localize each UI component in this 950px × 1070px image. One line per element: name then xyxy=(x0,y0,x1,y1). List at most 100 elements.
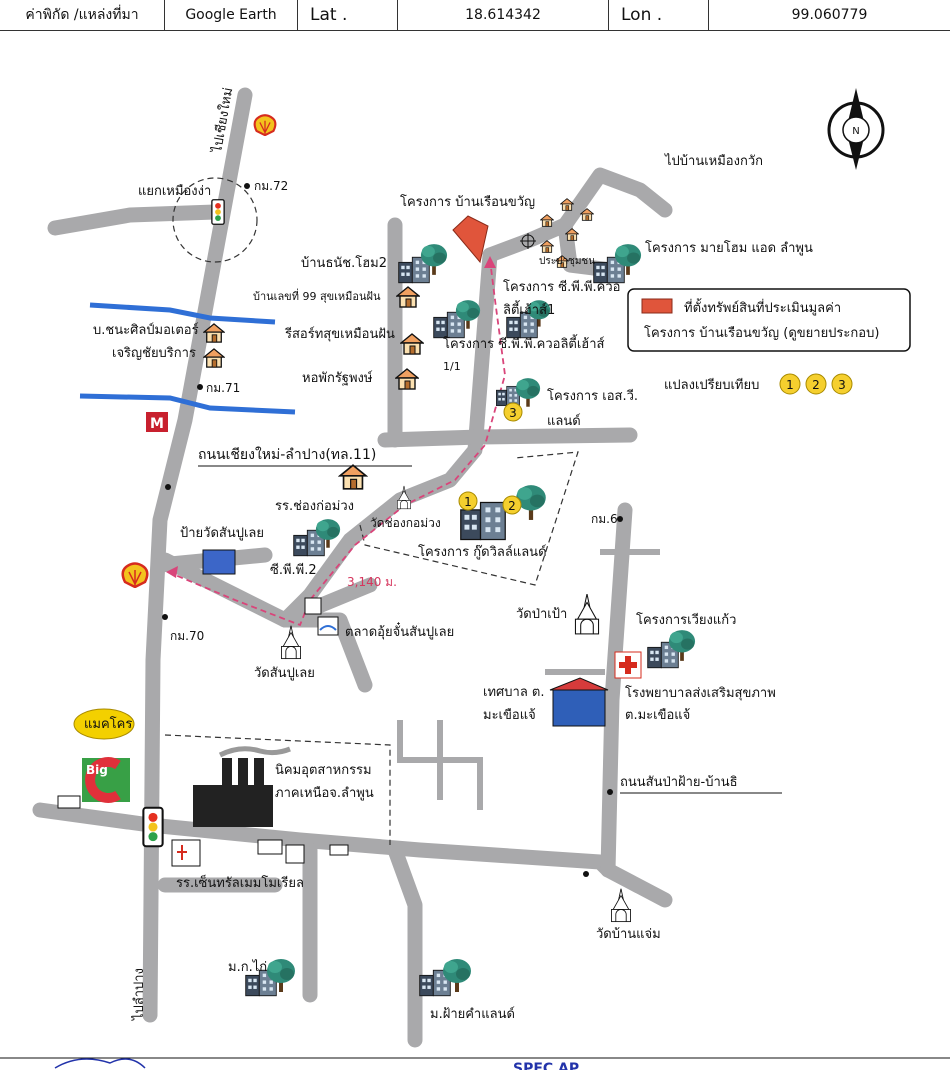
hospital-label-2: ต.มะเขือแจ้ xyxy=(625,707,690,723)
road-cross1 xyxy=(377,427,638,448)
hospital-label-1: โรงพยาบาลส่งเสริมสุขภาพ xyxy=(625,685,776,701)
house-icon xyxy=(560,198,574,211)
km-marker xyxy=(197,384,203,390)
house-icon xyxy=(540,214,554,227)
building-icon xyxy=(257,839,283,855)
wat-papao-label: วัดป่าเป้า xyxy=(516,607,567,622)
compass-north-icon: N xyxy=(827,88,885,170)
water-supply-icon xyxy=(520,233,536,249)
svg-text:M: M xyxy=(150,416,164,432)
road-east-loop xyxy=(557,167,673,233)
big-c-logo-icon xyxy=(82,757,130,803)
building-icon xyxy=(171,839,201,867)
house-icon xyxy=(203,348,225,368)
building-icon xyxy=(202,549,236,575)
km-marker xyxy=(162,614,168,620)
building-icon xyxy=(549,677,609,727)
wat-baenjam-label: วัดบ้านแจ่ม xyxy=(596,927,661,942)
building-icon xyxy=(329,844,349,856)
wiangkaew-label: โครงการเวียงแก้ว xyxy=(636,612,736,628)
svg-text:2: 2 xyxy=(812,378,820,392)
lon-label: Lon . xyxy=(609,0,709,30)
comparable-2: 2 xyxy=(502,495,522,515)
road-sanpuloei xyxy=(157,552,378,628)
river-south xyxy=(79,393,296,415)
comparables-label: แปลงเปรียบเทียบ xyxy=(664,377,759,393)
km70-label: กม.70 xyxy=(170,629,204,643)
route-arrow-north xyxy=(484,256,496,268)
source-value: Google Earth xyxy=(165,0,298,30)
main-road-label: ถนนเชียงใหม่-ลำปาง(ทล.11) xyxy=(198,446,376,463)
big-label: Big xyxy=(86,763,108,777)
legend-subject-swatch xyxy=(641,298,673,314)
to-muang-krak-label: ไปบ้านเหมืองกวัก xyxy=(664,153,763,169)
cut-footer-text: SPEC AP xyxy=(513,1061,579,1070)
comparable-3: 3 xyxy=(503,402,523,422)
cpp-b-label-1: โครงการ ซี.พี.พี.ควอลิตี้เฮ้าส์ xyxy=(443,334,605,352)
point xyxy=(583,871,589,877)
estate-label-1: นิคมอุตสาหกรรม xyxy=(275,763,372,778)
estate-boundary xyxy=(164,734,391,845)
legend-line1: ที่ตั้งทรัพย์สินที่ประเมินมูลค่า xyxy=(684,298,841,316)
road-sanpafai-label: ถนนสันป่าฝ้าย-บ้านธิ xyxy=(620,775,738,790)
intersection-label: แยกเหมืองง่า xyxy=(138,183,211,199)
shell-logo-icon xyxy=(253,114,277,136)
sv-label-2: แลนด์ xyxy=(547,413,581,429)
community-label: ประปาชุมชน xyxy=(539,256,595,267)
comparables-legend: แปลงเปรียบเทียบ 1 2 3 xyxy=(664,373,853,395)
road-sanpuloei-s xyxy=(277,612,373,693)
svg-text:3: 3 xyxy=(838,378,846,392)
market-icon xyxy=(317,616,339,636)
building-icon xyxy=(285,844,305,864)
temple-icon xyxy=(611,888,631,923)
road-south3 xyxy=(387,842,423,1048)
dorm-label: หอพักรัฐพงษ์ xyxy=(302,370,373,386)
svg-text:3: 3 xyxy=(509,406,517,420)
sign-wat-label: ป้ายวัดสันปูเลย xyxy=(180,526,264,541)
to-lampang-label: ไปลำปาง xyxy=(131,968,147,1021)
km6-label: กม.6 xyxy=(591,512,618,526)
charoenchai-label: เจริญชัยบริการ xyxy=(112,346,196,361)
temple-icon xyxy=(574,594,600,635)
mokai-label: ม.ก.ไก่ xyxy=(228,959,267,975)
intersection-circle xyxy=(172,177,258,263)
cpp-label-2: ลิตี้เฮ้าส์1 xyxy=(503,300,555,318)
location-map: N M xyxy=(0,86,950,1070)
school-chongkamuang-label: รร.ช่องก่อม่วง xyxy=(275,499,354,514)
hospital-cross-icon xyxy=(614,651,642,679)
ban-99-label: บ้านเลขที่ 99 สุขเหมือนฝัน xyxy=(253,288,381,303)
subject-property xyxy=(452,215,489,264)
lat-label: Lat . xyxy=(298,0,398,30)
km-marker xyxy=(617,516,623,522)
temple-icon xyxy=(281,625,301,660)
cpp-label-1: โครงการ ซี.พี.พี.ควอ xyxy=(503,279,620,295)
mfaikham-label: ม.ฝ้ายคำแลนด์ xyxy=(430,1006,515,1022)
myhome-label: โครงการ มายโฮม แอด ลำพูน xyxy=(645,240,813,256)
cp2-label: ซี.พี.พี.2 xyxy=(270,562,317,578)
estate-label-2: ภาคเหนือจ.ลำพูน xyxy=(275,785,374,801)
house-icon xyxy=(400,333,424,355)
mc-logo-icon: M xyxy=(146,412,168,432)
point xyxy=(165,484,171,490)
distance-label: 3,140 ม. xyxy=(347,575,397,589)
building-icon xyxy=(304,597,322,615)
km72-label: กม.72 xyxy=(254,179,288,193)
svg-text:2: 2 xyxy=(508,499,516,513)
wat-chongkamuang-label: วัดช่องกอม่วง xyxy=(370,516,441,530)
ban-thanaset-label: บ้านธนัช.โฮม2 xyxy=(301,255,387,271)
subject-project-label: โครงการ บ้านเรือนขวัญ xyxy=(400,194,535,210)
road-muang-nga xyxy=(47,204,223,236)
route-arrow xyxy=(166,566,178,578)
rivers xyxy=(79,302,296,415)
point xyxy=(607,789,613,795)
makro-logo-icon xyxy=(73,708,135,740)
km-marker xyxy=(244,183,250,189)
road-east xyxy=(600,502,633,878)
traffic-light-icon xyxy=(211,199,225,225)
river-north xyxy=(89,302,276,325)
makro-label: แมคโคร xyxy=(84,716,132,732)
shell-logo-icon xyxy=(121,562,149,588)
resort-label: รีสอร์ทสุขเหมือนฝัน xyxy=(284,326,395,342)
goodwill-label: โครงการ กู๊ดวิลล์แลนด์ xyxy=(418,544,547,560)
lat-value: 18.614342 xyxy=(398,0,609,30)
